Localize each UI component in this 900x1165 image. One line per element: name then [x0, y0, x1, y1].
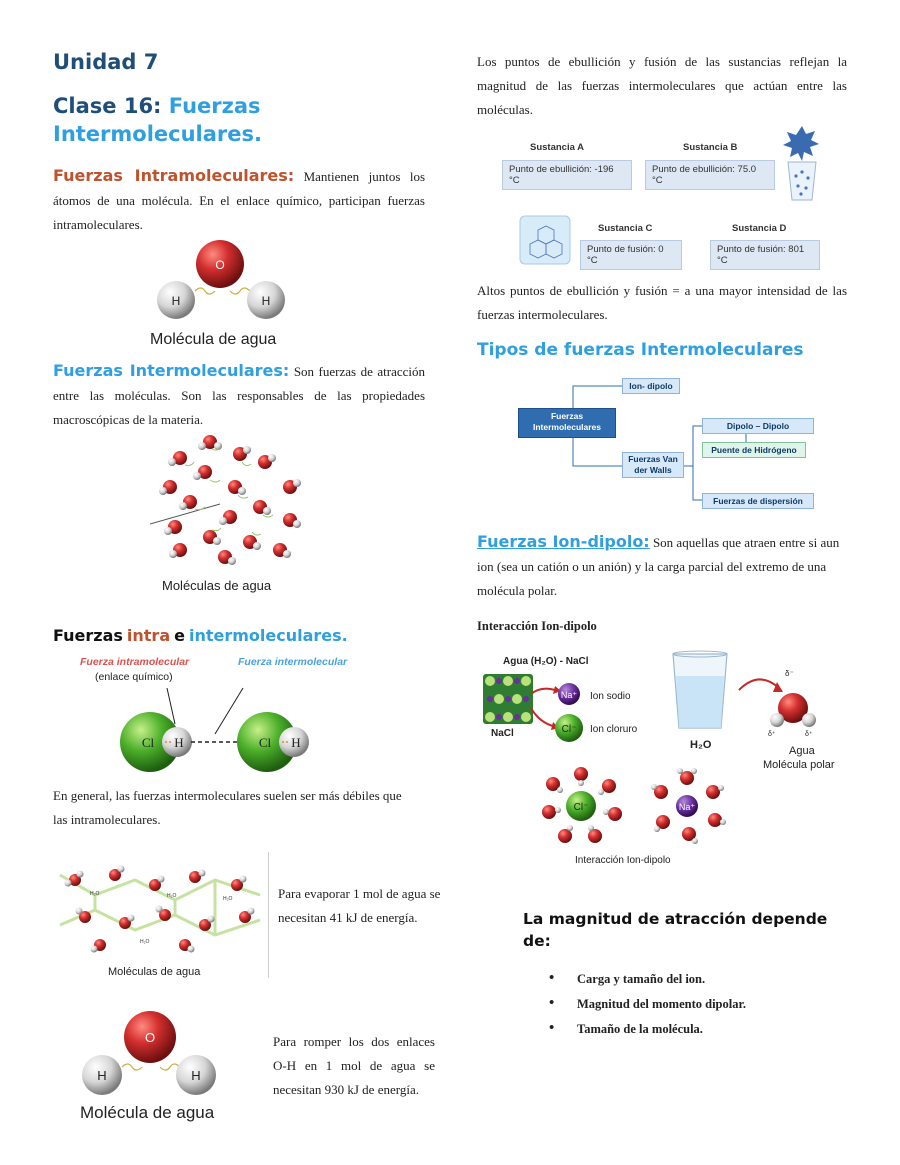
- na-shell-label: Na⁺: [679, 802, 696, 812]
- water-glass-icon: [672, 650, 728, 729]
- water-molecule-caption-1: Molécula de agua: [150, 331, 277, 348]
- label-fuerza-intermolecular: Fuerza intermolecular: [238, 656, 348, 668]
- sodium-hydration-shell: Na⁺: [651, 768, 726, 844]
- list-item: Magnitud del momento dipolar.: [549, 995, 746, 1012]
- cl-shell-label: Cl⁻: [574, 802, 589, 813]
- class-topic: Fuerzas Intermoleculares.: [53, 94, 262, 146]
- inter-text: Son fuerzas de atracción entre las moléc…: [53, 364, 426, 427]
- h-label-left: H: [174, 735, 183, 750]
- class-title: Clase 16: Fuerzas Intermoleculares.: [53, 92, 383, 148]
- ion-dipole-figure: Agua (H₂O) - NaCl NaCl Na⁺ Ion sodio Cl⁻…: [483, 650, 835, 866]
- na-label: Na⁺: [561, 690, 578, 700]
- water-molecule-caption-2: Molécula de agua: [80, 1103, 215, 1122]
- intra-heading: Fuerzas Intramoleculares:: [53, 166, 295, 185]
- heading-word-intra: intra: [126, 626, 171, 645]
- hydrogen-label-left: H: [97, 1068, 106, 1083]
- molecula-polar-label: Molécula polar: [763, 759, 835, 771]
- substance-a-value: Punto de ebullición: -196 °C: [502, 160, 632, 190]
- ion-dipolo-paragraph: Fuerzas Ion-dipolo: Son aquellas que atr…: [477, 530, 847, 603]
- cl-label: Cl⁻: [562, 724, 577, 735]
- h2o-label: H₂O: [223, 896, 233, 902]
- h2o-label: H₂O: [140, 939, 150, 945]
- weaker-paragraph: En general, las fuerzas intermoleculares…: [53, 788, 402, 827]
- sodium-ion: [558, 683, 580, 705]
- figure-divider: [268, 852, 269, 978]
- water-network-caption: Moléculas de agua: [108, 966, 201, 978]
- h2o-glass-label: H₂O: [690, 739, 712, 751]
- class-prefix: Clase 16:: [53, 94, 162, 118]
- label-fuerza-intramolecular: Fuerza intramolecular: [80, 656, 190, 668]
- ion-cloruro-label: Ion cloruro: [590, 724, 638, 735]
- water-molecule-figure-2: O H H: [82, 1011, 216, 1095]
- ion-dipole-caption: Interacción Ion-dipolo: [575, 855, 671, 866]
- water-molecules-caption-1: Moléculas de agua: [162, 578, 272, 593]
- magnitud-heading: La magnitud de atracción depende de:: [523, 910, 828, 950]
- intra-text: Mantienen juntos los átomos de una moléc…: [53, 169, 426, 232]
- inter-heading: Fuerzas Intermoleculares:: [53, 361, 290, 380]
- nacl-label: NaCl: [491, 728, 514, 739]
- magnitud-list: Carga y tamaño del ion. Magnitud del mom…: [549, 970, 746, 1047]
- intra-inter-heading: Fuerzas intra e intermoleculares.: [53, 626, 348, 646]
- hydrogen-label-right: H: [262, 294, 271, 308]
- water-molecules-cluster-figure: [150, 435, 301, 565]
- hcl-molecules-figure: Cl H Cl H: [120, 687, 309, 772]
- evaporate-text: Para evaporar 1 mol de agua se necesitan…: [278, 886, 441, 925]
- unit-title: Unidad 7: [53, 50, 159, 74]
- ion-dipolo-heading: Fuerzas Ion-dipolo:: [477, 532, 650, 551]
- inter-paragraph: Fuerzas Intermoleculares: Son fuerzas de…: [53, 359, 425, 432]
- chloride-ion: [555, 714, 583, 742]
- h-label-right: H: [291, 735, 300, 750]
- heading-word-e: e: [174, 626, 185, 645]
- substance-d-value: Punto de fusión: 801 °C: [710, 240, 820, 270]
- ion-dipolo-text: Son aquellas que atraen entre si aun ion…: [477, 535, 840, 598]
- conclusion-paragraph: Altos puntos de ebullición y fusión = a …: [477, 283, 847, 322]
- substance-c-name: Sustancia C: [598, 223, 653, 234]
- hydrogen-label-left: H: [172, 294, 181, 308]
- diagram-puente-hidrogeno: Puente de Hidrógeno: [702, 442, 806, 458]
- label-enlace-quimico: (enlace químico): [95, 671, 173, 683]
- tipos-heading: Tipos de fuerzas Intermoleculares: [477, 340, 804, 360]
- substance-d-name: Sustancia D: [732, 223, 787, 234]
- heading-word-intermoleculares: intermoleculares.: [188, 626, 348, 645]
- nacl-crystal: [483, 674, 533, 724]
- chloride-hydration-shell: Cl⁻: [542, 767, 622, 843]
- substance-b-name: Sustancia B: [683, 142, 738, 153]
- cl-label-right: Cl: [259, 735, 272, 750]
- water-network-figure: H₂O H₂O H₂O H₂O: [55, 855, 265, 960]
- bonds-text: Para romper los dos enlaces O-H en 1 mol…: [273, 1034, 435, 1097]
- hydrogen-label-right: H: [191, 1068, 200, 1083]
- oxygen-label: O: [215, 258, 224, 272]
- oxygen-atom: [196, 240, 244, 288]
- hydrogen-atom-left: [157, 281, 195, 319]
- diagram-van-der-walls: Fuerzas Van der Walls: [622, 452, 684, 478]
- oxygen-label: O: [145, 1030, 155, 1045]
- substance-b-icon: [783, 126, 819, 201]
- cl-label-left: Cl: [142, 735, 155, 750]
- diagram-dispersion: Fuerzas de dispersión: [702, 493, 814, 509]
- interaccion-title: Interacción Ion-dipolo: [477, 619, 597, 633]
- intro-paragraph: Los puntos de ebullición y fusión de las…: [477, 54, 847, 117]
- ion-sodio-label: Ion sodio: [590, 691, 631, 702]
- delta-plus-label: δ⁺: [805, 731, 813, 738]
- forces-diagram-lines: [572, 385, 747, 501]
- diagram-dipolo-dipolo: Dipolo – Dipolo: [702, 418, 814, 434]
- agua-label: Agua: [789, 745, 816, 757]
- water-molecule-figure-1: O H H: [157, 240, 285, 319]
- delta-minus-label: δ⁻: [785, 669, 794, 678]
- intra-paragraph: Fuerzas Intramoleculares: Mantienen junt…: [53, 164, 425, 237]
- heading-word-fuerzas: Fuerzas: [53, 626, 123, 645]
- diagram-root: Fuerzas Intermoleculares: [518, 408, 616, 438]
- substance-c-value: Punto de fusión: 0 °C: [580, 240, 682, 270]
- h2o-label: H₂O: [90, 891, 100, 897]
- substance-a-name: Sustancia A: [530, 142, 585, 153]
- hydrogen-atom-right: [247, 281, 285, 319]
- agua-nacl-label: Agua (H₂O) - NaCl: [503, 656, 589, 667]
- substance-c-icon: [519, 215, 571, 265]
- diagram-ion-dipolo: Ion- dipolo: [622, 378, 680, 394]
- list-item: Carga y tamaño del ion.: [549, 970, 746, 987]
- h2o-label: H₂O: [167, 893, 177, 899]
- delta-plus-label: δ⁺: [768, 731, 776, 738]
- substance-b-value: Punto de ebullición: 75.0 °C: [645, 160, 775, 190]
- list-item: Tamaño de la molécula.: [549, 1020, 746, 1037]
